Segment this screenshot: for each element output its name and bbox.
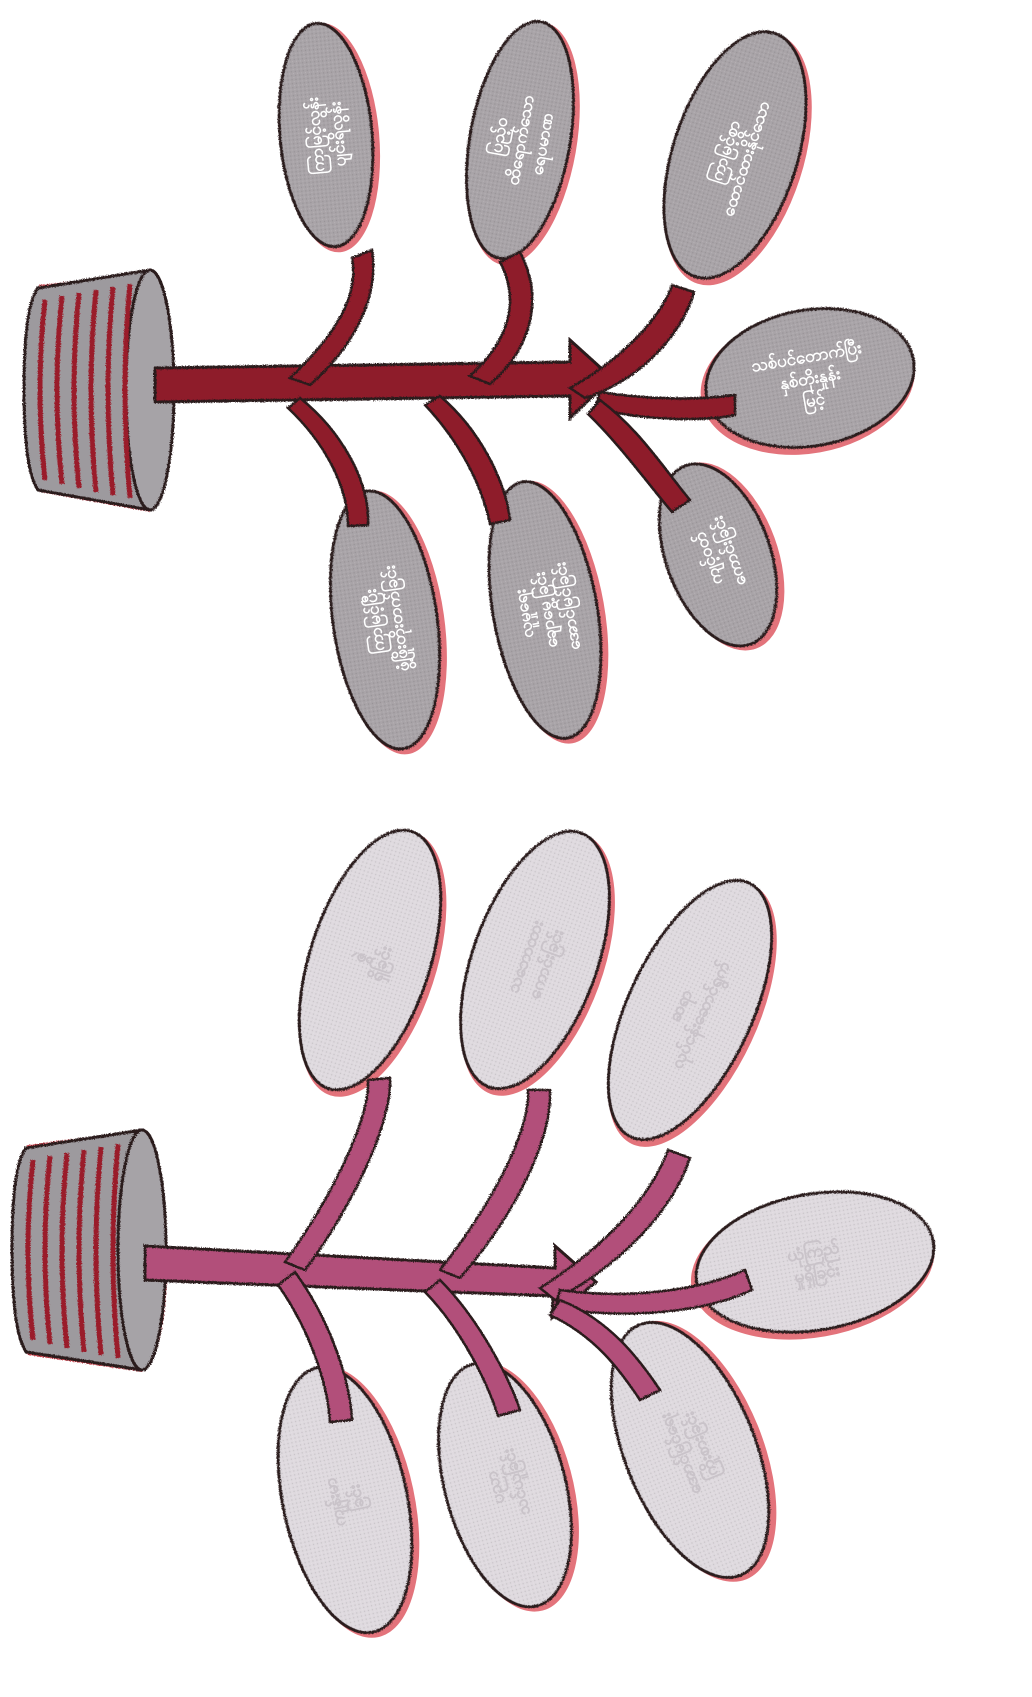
bottom-branch-2 xyxy=(440,1090,550,1278)
bottom-leaf-1: ဇွဲရှိခြင်း xyxy=(269,813,475,1115)
bottom-tree-diagram: ဇွဲရှိခြင်းသဘောထားကောင်းခြင်းဆရာလုပ်ငန်း… xyxy=(12,812,946,1651)
bottom-branch-1 xyxy=(285,1078,390,1270)
bottom-main-stem-arrow xyxy=(145,1246,596,1318)
top-branch-7 xyxy=(288,398,368,526)
top-cylinder xyxy=(24,270,175,512)
top-branch-3 xyxy=(570,285,694,398)
top-tree-diagram: ကြာမြင့်လွန်းပျင်းရိလွန်း ပြည့်ဝထိရောက်သေ… xyxy=(24,13,926,762)
top-main-stem-arrow xyxy=(155,340,612,418)
top-leaf-1: ကြာမြင့်လွန်းပျင်းရိလွန်း xyxy=(270,19,389,257)
bottom-branch-3 xyxy=(540,1150,690,1300)
top-leaf-7: ကြာမြင့်ပြီးဖွံ့ဖြိုးတိုးတက်ခြင်း xyxy=(315,483,462,762)
top-leaf-3: ကြာမြင့်စွာထောင်ထားနိုင်သော xyxy=(635,14,841,304)
bottom-leaf-4: ယုံကြည်မှုရှိခြင်း xyxy=(679,1174,946,1358)
bottom-leaf-2-texture xyxy=(431,812,640,1108)
top-leaf-4: သစ်ပင်တောက်ပြီးနှစ်တိုးနှုန်းမြင့် xyxy=(689,293,927,471)
top-branch-6 xyxy=(425,396,510,524)
top-leaf-2: ပြည့်ဝထိရောက်သောရေပမာဏ xyxy=(449,13,597,274)
